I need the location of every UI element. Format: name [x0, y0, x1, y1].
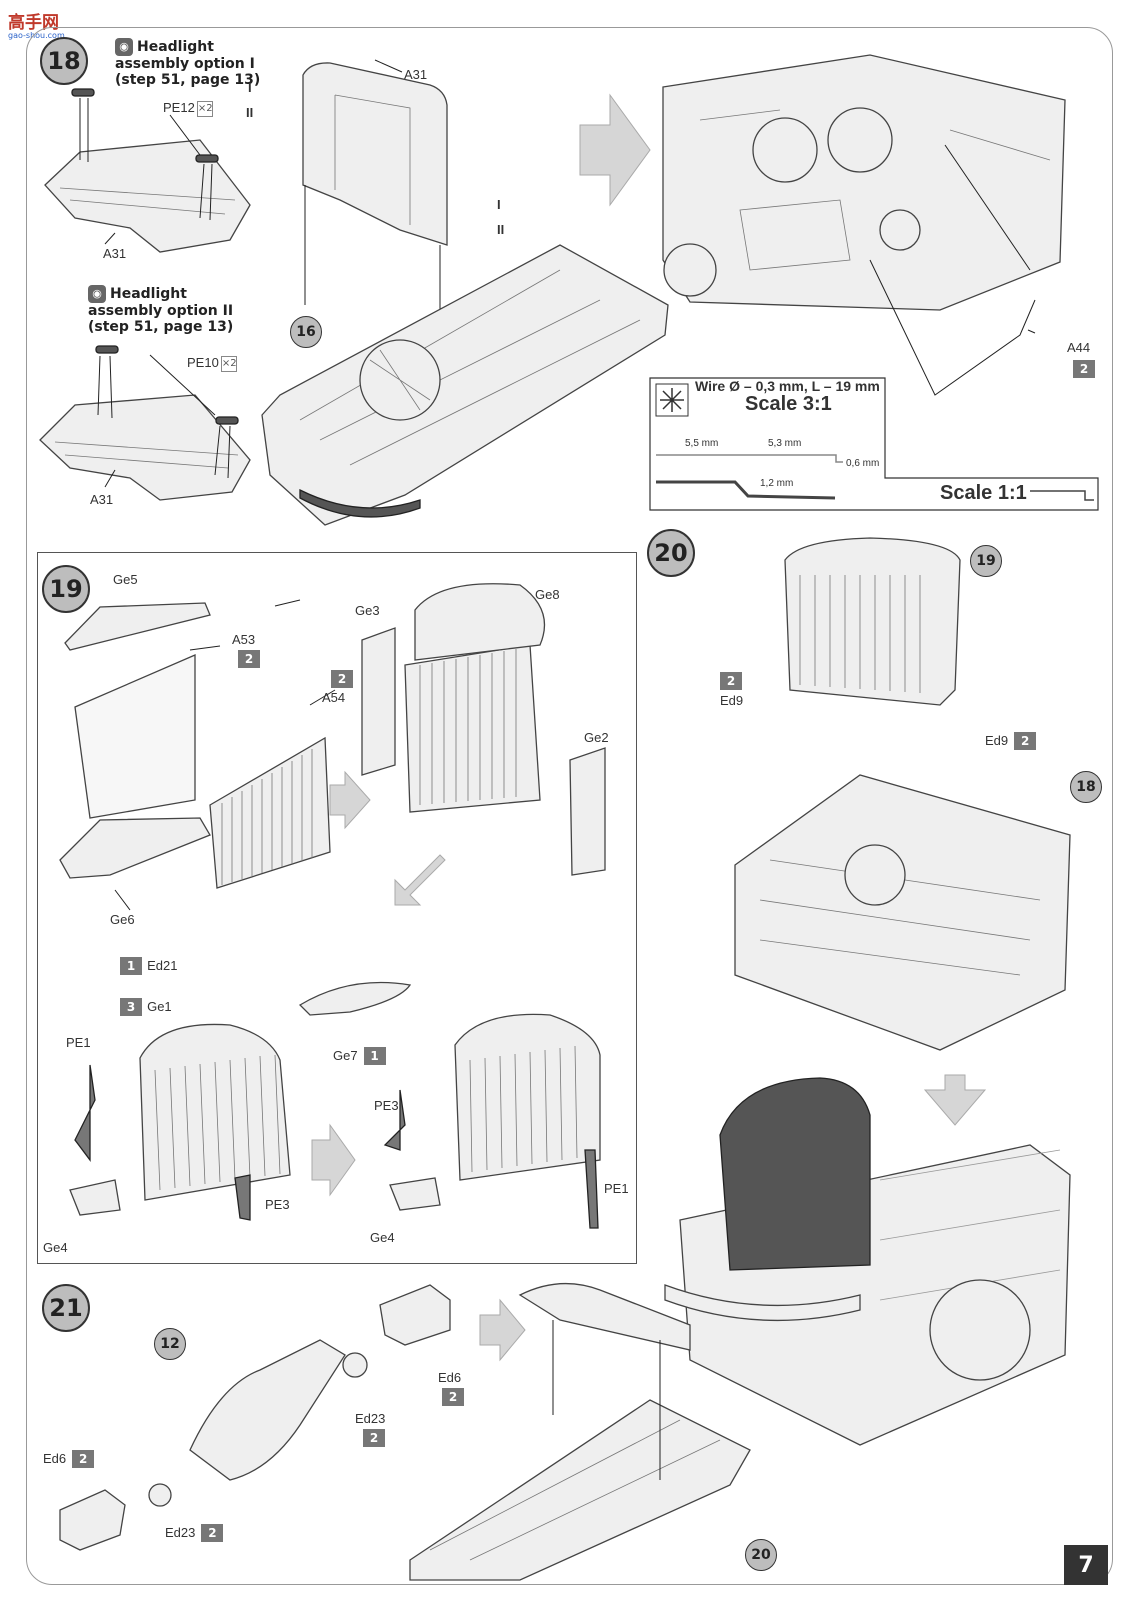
page-number: 7 — [1064, 1545, 1108, 1585]
wire-segment-1: 5,5 mm — [685, 438, 719, 449]
part-label-a31: A31 — [90, 492, 114, 507]
ref-step-12: 12 — [154, 1328, 186, 1360]
headlight-option1-note: ◉Headlight assembly option I (step 51, p… — [115, 38, 261, 88]
option-ii-marker: II — [497, 222, 505, 237]
part-label-pe3: PE3 — [265, 1197, 290, 1212]
step-number-20: 20 — [647, 529, 695, 577]
part-label-ed21: 1 Ed21 — [120, 955, 177, 975]
plate-a31-option1 — [44, 88, 251, 253]
step-number-21: 21 — [42, 1284, 90, 1332]
part-label-ge5: Ge5 — [113, 572, 138, 587]
chassis-16 — [261, 244, 669, 526]
scale-1-1: Scale 1:1 — [940, 482, 1027, 504]
plate-a31-option2 — [39, 345, 251, 501]
sprue-number: 1 — [120, 956, 142, 975]
part-label-a31: A31 — [404, 67, 428, 82]
headlight-option2-note: ◉Headlight assembly option II (step 51, … — [88, 285, 234, 335]
sprue-number: 2 — [201, 1523, 224, 1542]
sprue-number: 2 — [238, 650, 260, 668]
part-label-pe12: PE12×2 — [163, 100, 213, 117]
step-number-18: 18 — [40, 37, 88, 85]
flow-arrow-right — [579, 93, 651, 207]
sprue-number: 1 — [363, 1046, 386, 1065]
label-leaders — [104, 59, 1036, 911]
part-label-ge2: Ge2 — [584, 730, 609, 745]
part-label-ge4: Ge4 — [370, 1230, 395, 1245]
wire-title: Wire Ø – 0,3 mm, L – 19 mm — [695, 378, 880, 394]
scale-3-1: Scale 3:1 — [745, 393, 832, 415]
ref-step-18: 18 — [1070, 771, 1102, 803]
ref-step-20: 20 — [745, 1539, 777, 1571]
part-label-ge4: Ge4 — [43, 1240, 68, 1255]
step-number-19: 19 — [42, 565, 90, 613]
headlight-icon: ◉ — [88, 285, 106, 303]
wire-segment-2: 5,3 mm — [768, 438, 802, 449]
part-label-a31: A31 — [103, 246, 127, 261]
sprue-number: 2 — [1014, 731, 1037, 750]
part-label-pe1: PE1 — [66, 1035, 91, 1050]
sprue-number: 2 — [72, 1449, 95, 1468]
option-i-marker: I — [497, 197, 501, 212]
part-label-pe1: PE1 — [604, 1181, 629, 1196]
part-label-ge3: Ge3 — [355, 603, 380, 618]
part-label-pe10: PE10×2 — [187, 355, 237, 372]
part-label-a44: A44 — [1067, 340, 1091, 355]
part-label-ge1: 3 Ge1 — [120, 996, 172, 1016]
sprue-number: 3 — [120, 997, 142, 1016]
page-frame — [26, 27, 1113, 1585]
wire-segment-4: 1,2 mm — [760, 478, 794, 489]
ref-step-16: 16 — [290, 316, 322, 348]
engine-closeup — [662, 54, 1066, 396]
ref-step-19: 19 — [970, 545, 1002, 577]
part-label-a53: A53 — [232, 632, 256, 647]
step19-box — [37, 552, 637, 1264]
sprue-number: 2 — [442, 1387, 464, 1406]
sprue-number: 2 — [720, 671, 742, 690]
radiator-exploded-top — [59, 583, 606, 906]
headlight-icon: ◉ — [115, 38, 133, 56]
part-label-ge8: Ge8 — [535, 587, 560, 602]
part-label-ge6: Ge6 — [110, 912, 135, 927]
step21-axle-parts — [59, 1282, 751, 1581]
option-ii-marker: II — [246, 105, 254, 120]
sprue-number: 2 — [331, 670, 353, 688]
sprue-number: 2 — [363, 1428, 385, 1447]
step20-assembly — [664, 537, 1071, 1446]
option-i-marker: I — [248, 80, 252, 95]
wire-segment-3: 0,6 mm — [846, 458, 880, 469]
panel-a31 — [302, 62, 448, 330]
radiator-exploded-bottom — [69, 981, 601, 1229]
part-label-a54: A54 — [322, 690, 346, 705]
sprue-number: 2 — [1073, 360, 1095, 378]
part-label-pe3: PE3 — [374, 1098, 399, 1113]
